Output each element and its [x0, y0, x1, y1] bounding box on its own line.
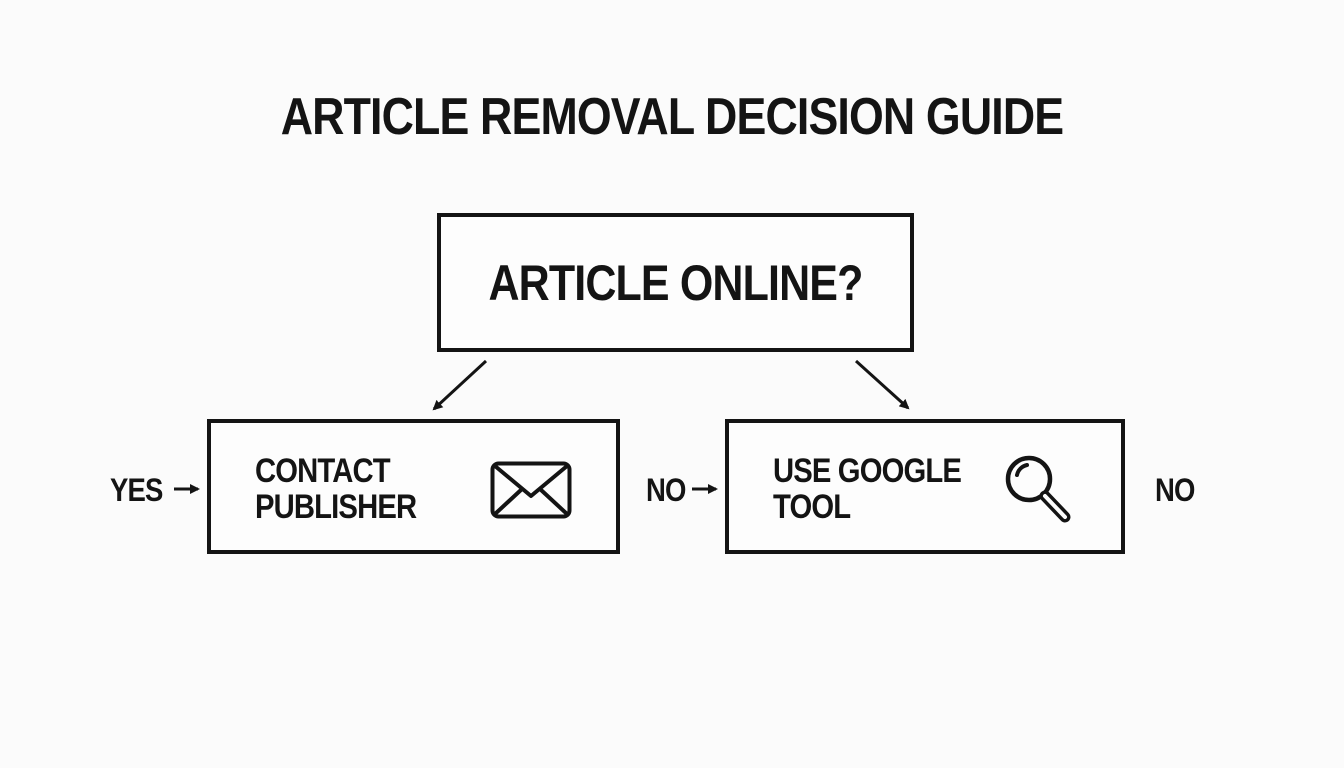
question-label: ARTICLE ONLINE? — [488, 254, 863, 311]
arrow-to-yes — [432, 359, 488, 411]
no-label-in: NO — [646, 472, 686, 508]
yes-label: YES — [110, 472, 163, 508]
arrow-to-no — [854, 359, 910, 410]
no-label-out: NO — [1155, 472, 1195, 508]
contact-publisher-node: CONTACT PUBLISHER — [207, 419, 620, 554]
contact-publisher-text: CONTACT PUBLISHER — [255, 452, 417, 526]
diagram-title: ARTICLE REMOVAL DECISION GUIDE — [280, 88, 1064, 146]
use-google-tool-text: USE GOOGLE TOOL — [773, 452, 962, 526]
envelope-icon — [490, 461, 572, 519]
use-google-tool-node: USE GOOGLE TOOL — [725, 419, 1125, 554]
question-node: ARTICLE ONLINE? — [437, 213, 914, 352]
magnifying-glass-icon — [1005, 455, 1071, 523]
